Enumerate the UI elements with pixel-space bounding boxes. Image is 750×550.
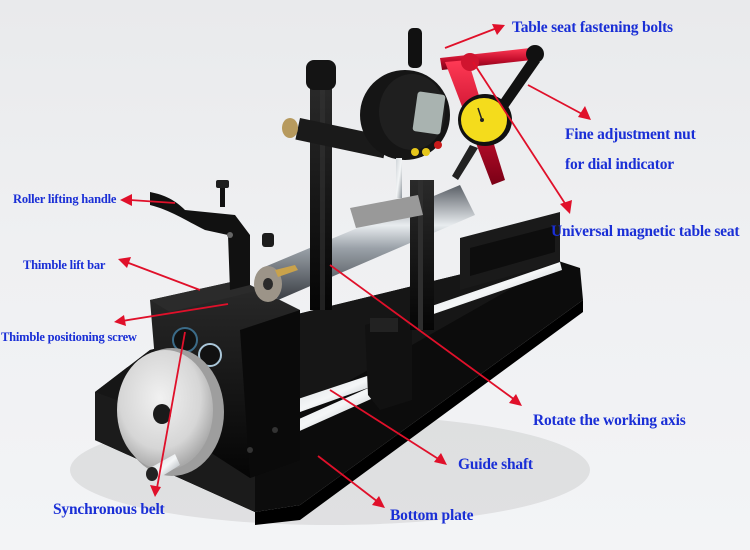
label-rotate-the-working-axis: Rotate the working axis xyxy=(533,412,686,429)
label-bottom-plate: Bottom plate xyxy=(390,507,474,524)
middle-carriage xyxy=(365,315,412,410)
label-thimble-lift-bar: Thimble lift bar xyxy=(23,258,106,272)
hand-wheel xyxy=(117,348,224,481)
arrow-bottom-plate xyxy=(317,455,379,503)
arrow-rotate-working-axis xyxy=(329,264,516,401)
label-thimble-positioning-screw: Thimble positioning screw xyxy=(1,330,137,344)
label-fine-adjustment-nut-line2: for dial indicator xyxy=(565,156,674,173)
synchronous-belt-pulleys xyxy=(172,327,222,367)
analog-dial-indicator xyxy=(452,94,512,180)
digital-dial-indicator xyxy=(360,28,450,198)
arrow-guide-shaft xyxy=(329,389,441,461)
arrow-table-seat-bolts xyxy=(444,27,498,49)
right-end-block xyxy=(460,212,560,290)
label-synchronous-belt: Synchronous belt xyxy=(53,501,165,518)
arrow-synchronous-belt xyxy=(156,331,186,489)
label-table-seat-fastening-bolts: Table seat fastening bolts xyxy=(512,19,673,36)
label-guide-shaft: Guide shaft xyxy=(458,456,533,473)
label-fine-adjustment-nut: Fine adjustment nut xyxy=(565,126,696,143)
indicator-holder xyxy=(350,195,423,228)
arrow-roller-lifting-handle xyxy=(129,199,176,204)
roller-lifting-handle xyxy=(150,180,274,290)
arrow-thimble-positioning-screw xyxy=(121,303,229,322)
rail xyxy=(420,262,562,318)
arrow-fine-adjustment-nut xyxy=(527,84,585,116)
label-roller-lifting-handle: Roller lifting handle xyxy=(13,192,117,206)
arrow-universal-magnetic-seat xyxy=(472,61,567,206)
annotation-arrows xyxy=(114,24,591,508)
left-pillar xyxy=(282,60,389,310)
label-universal-magnetic-table-seat: Universal magnetic table seat xyxy=(551,223,740,240)
arrow-thimble-lift-bar xyxy=(125,261,201,291)
